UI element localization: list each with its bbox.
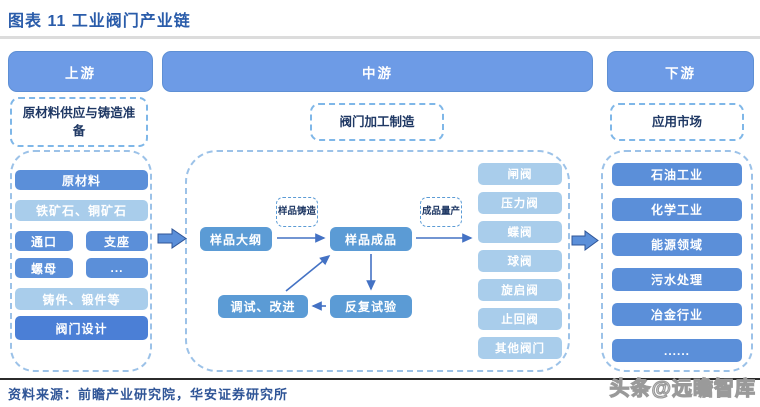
- left-item-castings: 铸件、锻件等: [15, 288, 148, 310]
- market-metallurgy: 冶金行业: [612, 303, 742, 326]
- valve-other: 其他阀门: [478, 337, 562, 359]
- market-chemical: 化学工业: [612, 198, 742, 221]
- valve-gate: 闸阀: [478, 163, 562, 185]
- block-arrow-right: [571, 230, 599, 251]
- flow-repeat-test: 反复试验: [330, 295, 412, 318]
- block-arrow-left: [157, 228, 187, 249]
- downstream-container: [601, 150, 753, 372]
- label-raw-material-supply: 原材料供应与铸造准备: [10, 97, 148, 147]
- watermark: 头条@远瞻智库: [609, 377, 756, 400]
- label-application-market: 应用市场: [610, 103, 744, 141]
- market-more: ......: [612, 339, 742, 362]
- valve-butterfly: 蝶阀: [478, 221, 562, 243]
- flow-sample-outline: 样品大纲: [200, 227, 272, 251]
- footer-divider: [0, 378, 760, 380]
- flow-sample-casting: 样品铸造: [276, 197, 318, 227]
- left-item-support: 支座: [86, 231, 148, 251]
- left-item-more: ...: [86, 258, 148, 278]
- market-sewage: 污水处理: [612, 268, 742, 291]
- figure-title: 图表 11 工业阀门产业链: [8, 13, 191, 30]
- title-divider: [0, 36, 760, 39]
- label-valve-manufacturing: 阀门加工制造: [310, 103, 444, 141]
- valve-swing: 旋启阀: [478, 279, 562, 301]
- valve-pressure: 压力阀: [478, 192, 562, 214]
- flow-sample-product: 样品成品: [330, 227, 412, 251]
- flow-debug-improve: 调试、改进: [218, 295, 308, 318]
- flow-mass-production: 成品量产: [420, 197, 462, 227]
- valve-check: 止回阀: [478, 308, 562, 330]
- header-midstream: 中游: [162, 51, 593, 92]
- source-note: 资料来源：前瞻产业研究院，华安证券研究所: [8, 387, 289, 402]
- header-upstream: 上游: [8, 51, 153, 92]
- left-item-nut: 螺母: [15, 258, 73, 278]
- left-item-ores: 铁矿石、铜矿石: [15, 200, 148, 221]
- header-downstream: 下游: [607, 51, 754, 92]
- market-energy: 能源领域: [612, 233, 742, 256]
- left-item-port: 通口: [15, 231, 73, 251]
- market-petroleum: 石油工业: [612, 163, 742, 186]
- left-item-raw-material: 原材料: [15, 170, 148, 190]
- left-item-valve-design: 阀门设计: [15, 316, 148, 340]
- valve-ball: 球阀: [478, 250, 562, 272]
